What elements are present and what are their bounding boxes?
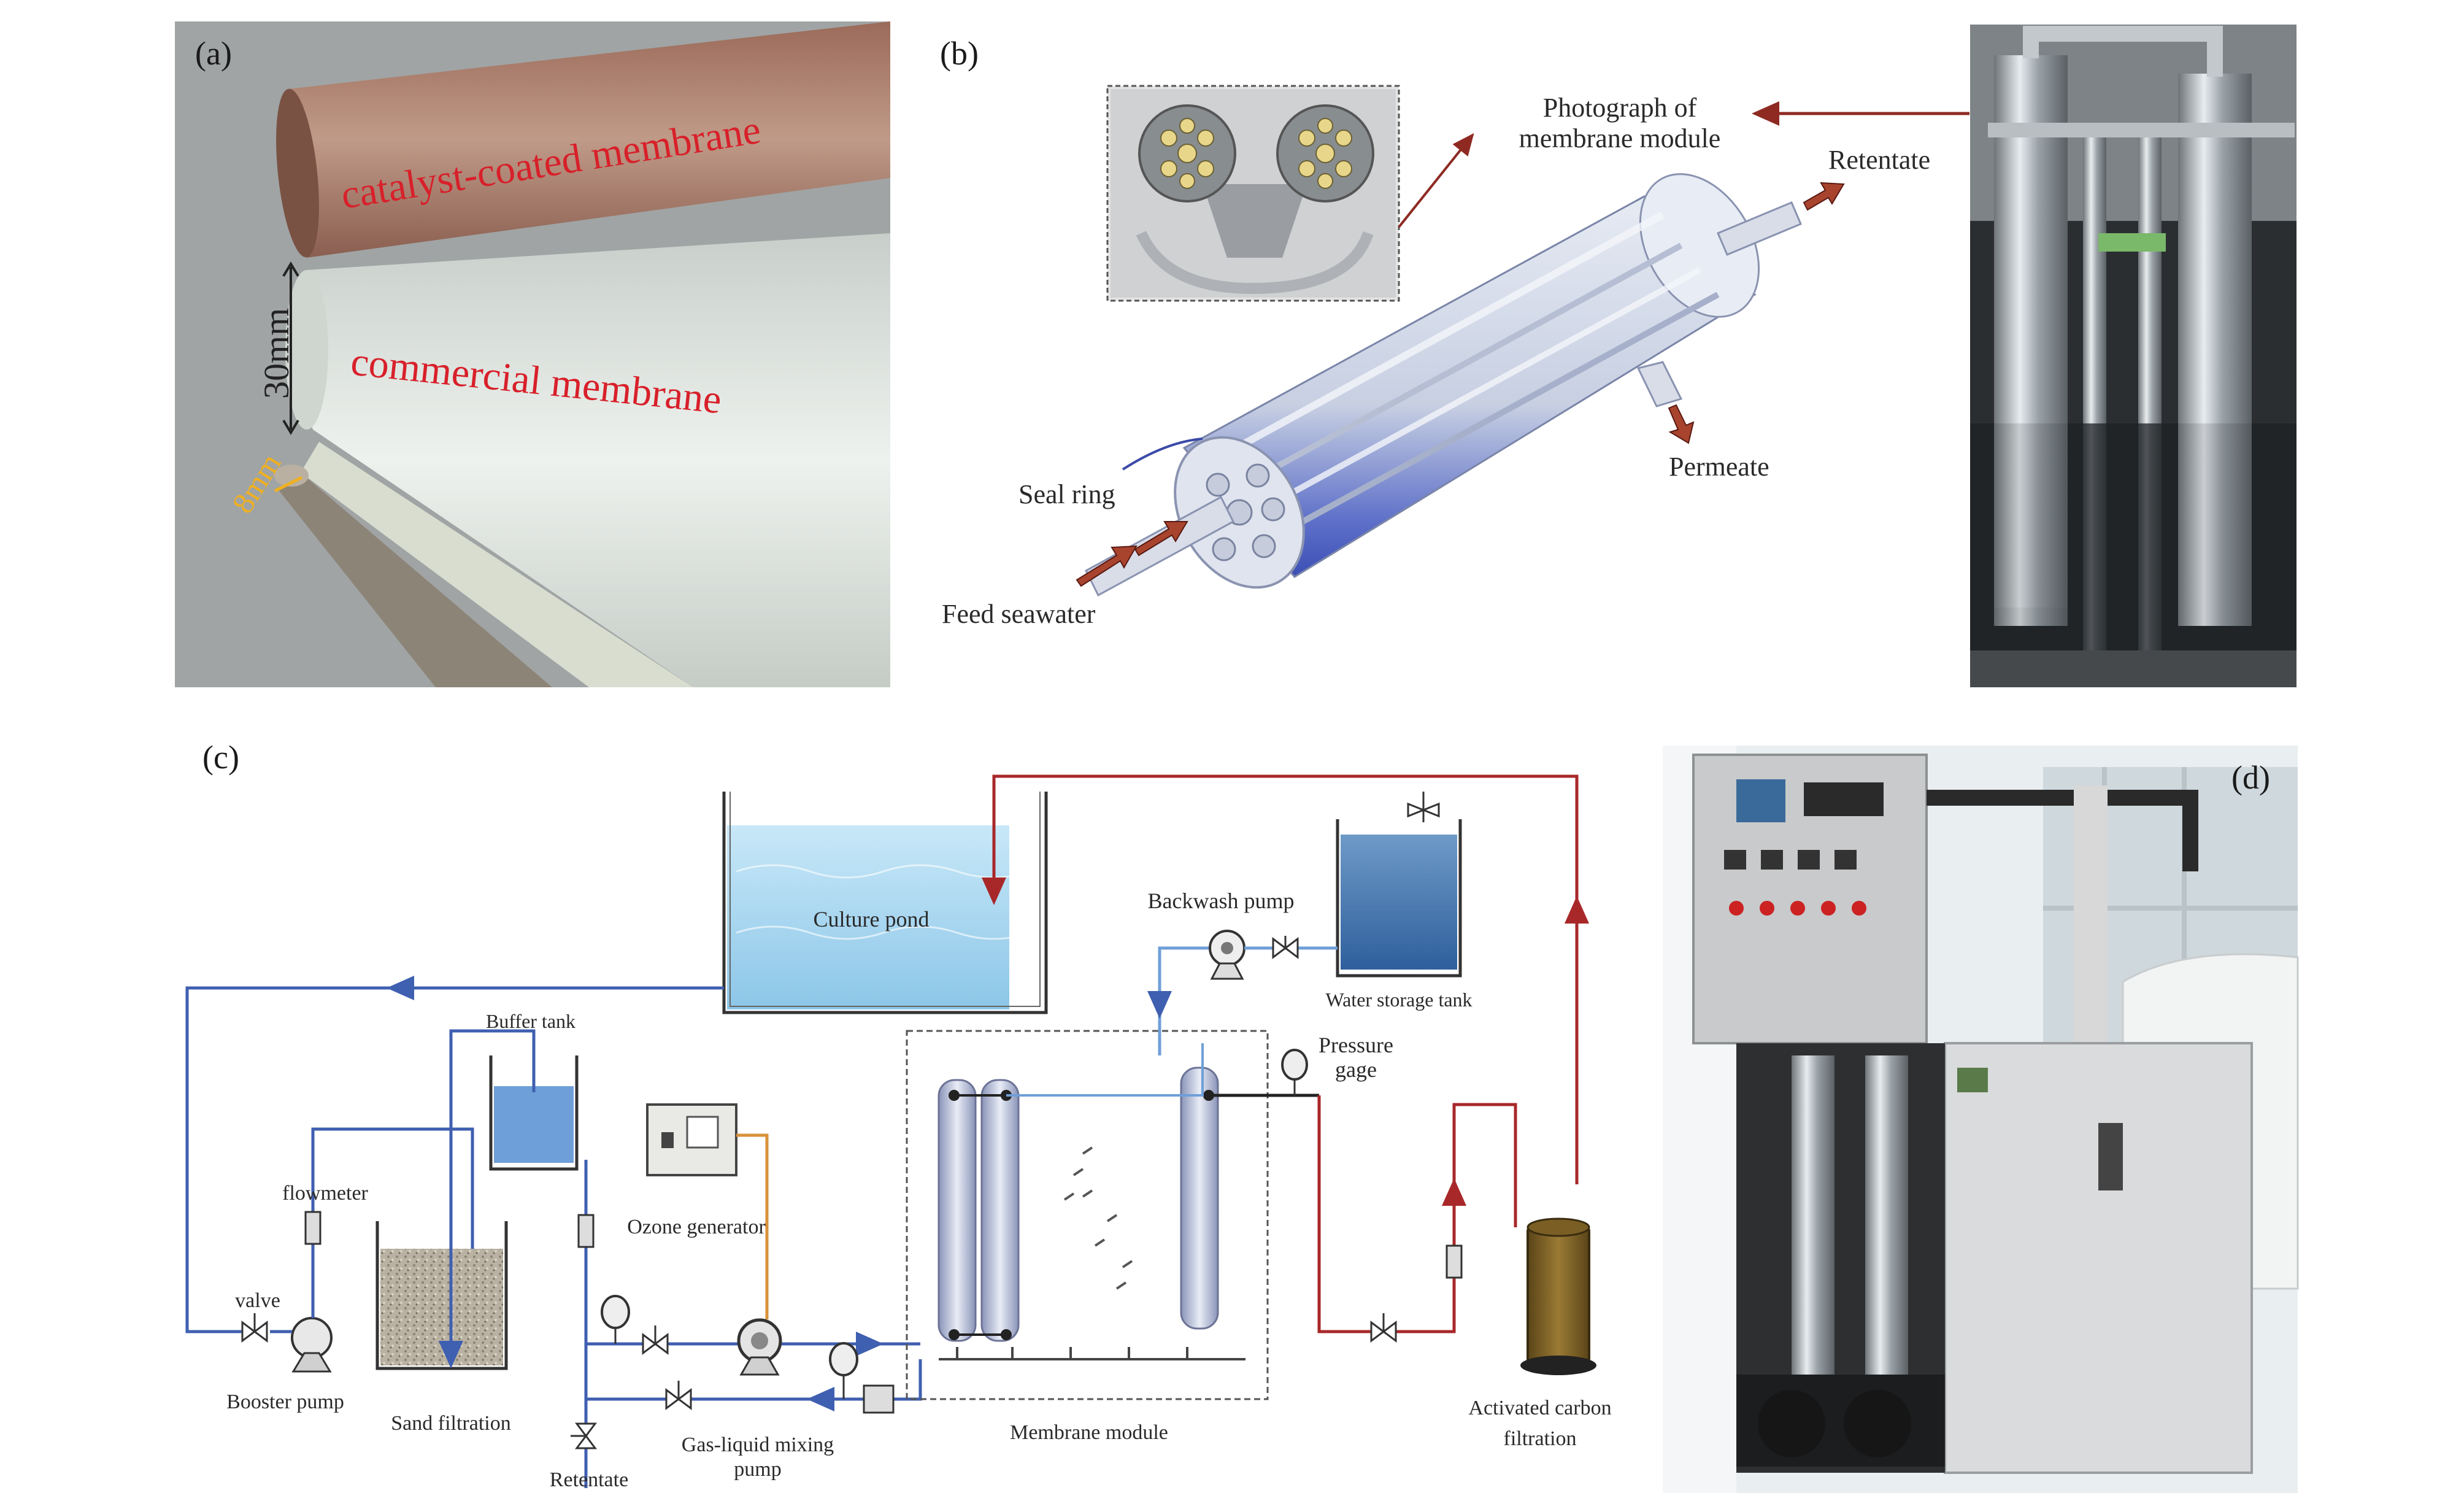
booster-pump — [291, 1317, 333, 1373]
buffer-flowmeter — [577, 1214, 595, 1248]
red-flowmeter — [1446, 1244, 1463, 1279]
booster-pump-label: Booster pump — [226, 1391, 344, 1413]
gas-liquid-label-1: Gas-liquid mixing — [682, 1433, 834, 1456]
flowmeter-label: flowmeter — [282, 1182, 368, 1205]
flowmeter-gauge — [304, 1211, 321, 1245]
buffer-tank — [489, 1055, 579, 1171]
backwash-pump — [1209, 930, 1245, 980]
dim-8-arrow — [274, 476, 303, 493]
pressure-gage-label-1: Pressure — [1319, 1033, 1393, 1057]
panel-a: (a) catalyst-coated membrane commercial … — [175, 21, 890, 687]
backwash-pump-label: Backwash pump — [1148, 889, 1295, 913]
panel-c: (c) Culture pond Water storage tank — [185, 739, 1612, 1491]
valve-label: valve — [235, 1289, 280, 1312]
sand-filtration-label: Sand filtration — [391, 1412, 510, 1435]
blue-main-pipe — [185, 986, 724, 1333]
inlet-valve — [241, 1313, 268, 1343]
gas-liquid-pump — [737, 1318, 782, 1376]
culture-pond — [722, 792, 1048, 1014]
activated-carbon-label-2: filtration — [1504, 1427, 1577, 1450]
red-valve — [1370, 1313, 1397, 1343]
retentate-valve — [571, 1422, 597, 1449]
activated-carbon-filter — [1520, 1217, 1596, 1375]
membrane-tubes — [937, 1067, 1219, 1342]
pressure-gauge-2 — [829, 1342, 858, 1399]
commercial-membrane-pipe — [297, 233, 890, 687]
black-pipe — [1927, 790, 2198, 871]
panel-a-tag: (a) — [195, 35, 232, 72]
valve-2 — [642, 1325, 669, 1355]
panel-b: (b) — [940, 25, 2297, 687]
inset-pointer-arrow — [1398, 133, 1474, 228]
backwash-pipe — [1158, 946, 1212, 1055]
activated-carbon-label-1: Activated carbon — [1468, 1397, 1611, 1419]
module-dashes — [1063, 1146, 1133, 1290]
membrane-module-drawing — [1076, 173, 1845, 597]
thin-brown-pipe — [279, 473, 552, 687]
ozone-generator-label: Ozone generator — [627, 1216, 766, 1238]
lower-flowmeter — [863, 1384, 895, 1414]
red-out-pipe — [1317, 1095, 1517, 1333]
permeate-label: Permeate — [1669, 452, 1769, 482]
installed-module-photo — [1970, 25, 2297, 687]
pressure-gauge-1 — [601, 1295, 630, 1344]
seal-ring-label: Seal ring — [1018, 479, 1115, 509]
membrane-module-label: Membrane module — [1010, 1421, 1168, 1444]
photo-label-line2: membrane module — [1519, 123, 1721, 153]
backwash-valve — [1272, 936, 1299, 959]
panel-d: (d) — [1663, 746, 2299, 1493]
retentate-label-c: Retentate — [550, 1468, 628, 1491]
ozone-pipe — [736, 1133, 769, 1319]
culture-pond-label: Culture pond — [814, 907, 930, 932]
panel-b-tag: (b) — [940, 35, 979, 72]
thin-white-pipe — [301, 442, 693, 687]
pressure-gage-c — [1281, 1049, 1308, 1095]
buffer-tank-label: Buffer tank — [486, 1010, 576, 1032]
photo-label-line1: Photograph of — [1543, 93, 1697, 123]
valve-3 — [665, 1381, 692, 1410]
sand-filter — [375, 1221, 508, 1370]
feed-seawater-label: Feed seawater — [942, 599, 1096, 629]
panel-c-tag: (c) — [202, 739, 239, 776]
ozone-generator — [646, 1103, 737, 1176]
gas-liquid-label-2: pump — [734, 1458, 781, 1481]
lower-cabinet — [1944, 1042, 2253, 1474]
red-return-pipe — [992, 774, 1579, 1184]
water-storage-tank — [1336, 819, 1462, 978]
dim-30-label: 30mm — [256, 308, 296, 399]
pressure-gage-label-2: gage — [1335, 1057, 1377, 1082]
buffer-feed-pipe — [449, 1029, 536, 1319]
retentate-label-b: Retentate — [1828, 145, 1930, 175]
water-storage-label: Water storage tank — [1325, 989, 1472, 1011]
module-end-photo — [1106, 85, 1400, 302]
catalyst-coated-pipe — [286, 21, 890, 258]
membrane-module-box — [906, 1030, 1269, 1400]
light-blue-interconnect — [1006, 1043, 1204, 1097]
panel-d-tag: (d) — [2231, 759, 2270, 796]
